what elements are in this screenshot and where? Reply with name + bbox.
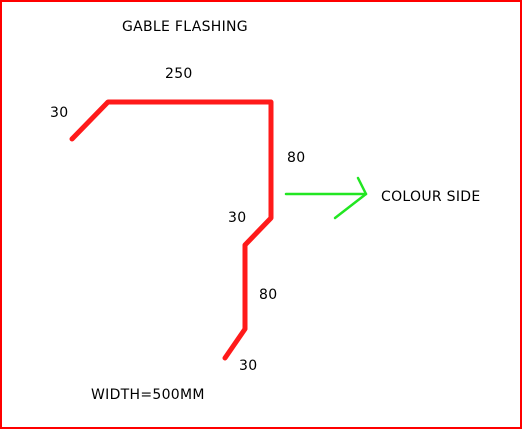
dimension-bottom-return: 30 (239, 358, 258, 374)
dimension-upper-drop: 80 (287, 150, 306, 166)
diagram-title: GABLE FLASHING (122, 19, 248, 35)
dimension-middle-step: 30 (228, 210, 247, 226)
dimension-lower-drop: 80 (259, 287, 278, 303)
width-note: WIDTH=500MM (91, 387, 205, 403)
colour-side-arrow-head (333, 176, 368, 220)
dimension-top-width: 250 (165, 66, 193, 82)
dimension-top-return: 30 (50, 105, 69, 121)
colour-side-arrow (284, 176, 368, 220)
colour-side-label: COLOUR SIDE (381, 189, 481, 205)
flashing-profile-line (69, 99, 274, 361)
